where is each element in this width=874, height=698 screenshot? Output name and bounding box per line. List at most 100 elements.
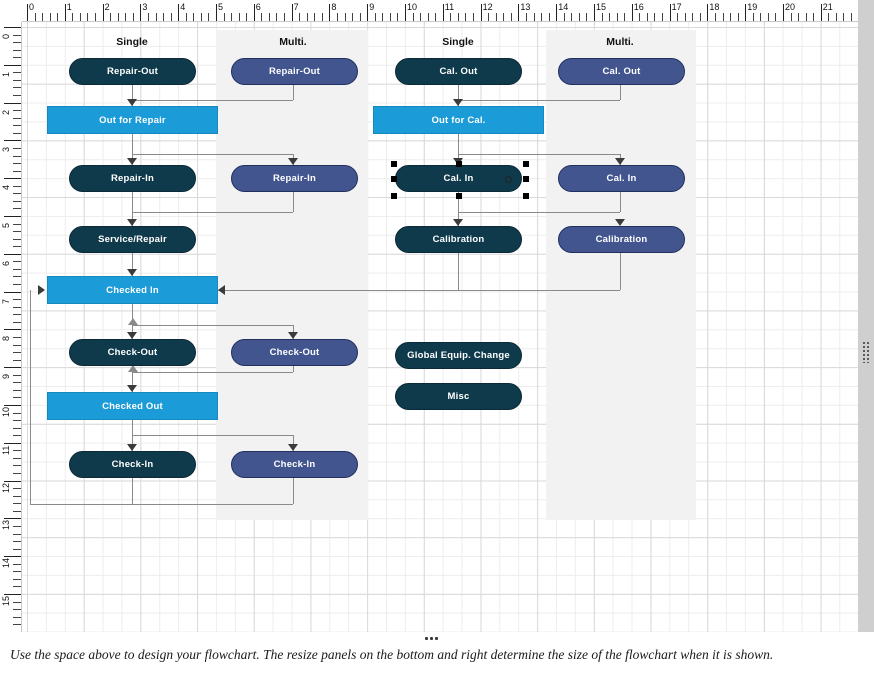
conn-repairinmulti-down[interactable] xyxy=(293,192,294,212)
flowchart-node-checked-out[interactable]: Checked Out xyxy=(47,392,218,420)
conn-checkoutmulti-across[interactable] xyxy=(132,325,293,326)
ruler-tick-minor xyxy=(510,13,512,21)
flowchart-node-repair-in-single[interactable]: Repair-In xyxy=(69,165,196,192)
ruler-tick-minor xyxy=(13,616,21,618)
flowchart-node-cal-in-single[interactable]: Cal. In xyxy=(395,165,522,192)
ruler-tick-minor xyxy=(382,13,384,21)
conn-calibration-to-checkedin[interactable] xyxy=(218,290,620,291)
flowchart-node-checked-in[interactable]: Checked In xyxy=(47,276,218,304)
right-resize-grip-icon[interactable] xyxy=(862,341,870,363)
conn-checkoutmulti-returnv[interactable] xyxy=(293,366,294,372)
flowchart-node-repair-in-multi[interactable]: Repair-In xyxy=(231,165,358,192)
ruler-label: 4 xyxy=(180,2,186,12)
conn-checkoutmulti-return[interactable] xyxy=(132,372,293,373)
flowchart-node-repair-out-multi[interactable]: Repair-Out xyxy=(231,58,358,85)
ruler-tick-minor xyxy=(616,13,618,21)
ruler-tick-minor xyxy=(261,13,263,21)
ruler-tick-major xyxy=(178,4,180,21)
flowchart-node-check-in-single[interactable]: Check-In xyxy=(69,451,196,478)
conn-repairin-to-service[interactable] xyxy=(132,192,133,226)
ruler-tick-major xyxy=(480,4,482,21)
ruler-tick-minor xyxy=(465,13,467,21)
ruler-tick-minor xyxy=(79,13,81,21)
conn-repairoutmulti-across[interactable] xyxy=(132,100,293,101)
flowchart-node-global-equip-change[interactable]: Global Equip. Change xyxy=(395,342,522,369)
flowchart-node-service-repair[interactable]: Service/Repair xyxy=(69,226,196,253)
ruler-tick-minor xyxy=(185,13,187,21)
flowchart-node-out-for-repair[interactable]: Out for Repair xyxy=(47,106,218,134)
ruler-label: 8 xyxy=(331,2,337,12)
ruler-tick-minor xyxy=(87,13,89,21)
selection-handle-3[interactable] xyxy=(391,175,397,182)
selection-handle-4[interactable] xyxy=(523,175,529,182)
conn-caloutmulti-across[interactable] xyxy=(458,100,620,101)
ruler-label: 7 xyxy=(1,298,11,304)
flowchart-node-check-in-multi[interactable]: Check-In xyxy=(231,451,358,478)
rotate-handle-icon[interactable] xyxy=(505,175,512,183)
selection-handle-5[interactable] xyxy=(391,193,397,199)
conn-repairinmulti-across[interactable] xyxy=(132,212,293,213)
conn-calibrationmulti-down[interactable] xyxy=(620,253,621,290)
flowchart-node-cal-out-single[interactable]: Cal. Out xyxy=(395,58,522,85)
conn-checkin-multi-down[interactable] xyxy=(293,435,294,451)
flowchart-node-misc[interactable]: Misc xyxy=(395,383,522,410)
ruler-tick-major xyxy=(4,480,21,482)
arrowhead-checked-in-right xyxy=(218,285,225,295)
ruler-tick-minor xyxy=(13,49,21,51)
ruler-label: 19 xyxy=(747,2,758,12)
bottom-resize-grip-icon[interactable] xyxy=(424,636,438,641)
conn-repairoutmulti-down[interactable] xyxy=(293,85,294,100)
selection-handle-2[interactable] xyxy=(523,161,529,167)
ruler-tick-major xyxy=(669,4,671,21)
conn-outforcal-to-calin[interactable] xyxy=(458,134,459,165)
selection-handle-0[interactable] xyxy=(391,161,397,167)
ruler-tick-minor xyxy=(578,13,580,21)
ruler-tick-minor xyxy=(420,13,422,21)
conn-calout-to-outforcal[interactable] xyxy=(458,85,459,106)
ruler-tick-minor xyxy=(533,13,535,21)
right-resize-panel[interactable] xyxy=(858,0,874,632)
flowchart-node-cal-in-multi[interactable]: Cal. In xyxy=(558,165,685,192)
conn-calibration-down[interactable] xyxy=(458,253,459,290)
flowchart-node-calibration-multi[interactable]: Calibration xyxy=(558,226,685,253)
conn-checkin-down[interactable] xyxy=(132,478,133,504)
flowchart-node-check-out-multi[interactable]: Check-Out xyxy=(231,339,358,366)
conn-calin-to-calibration[interactable] xyxy=(458,192,459,226)
conn-checkin-across[interactable] xyxy=(132,435,293,436)
ruler-label: 3 xyxy=(1,147,11,153)
selection-handle-1[interactable] xyxy=(455,161,462,167)
ruler-tick-minor xyxy=(760,13,762,21)
conn-repairout-to-outforrepair[interactable] xyxy=(132,85,133,106)
ruler-tick-minor xyxy=(95,13,97,21)
conn-checkin-return-bottom[interactable] xyxy=(30,504,293,505)
flowchart-node-out-for-cal[interactable]: Out for Cal. xyxy=(373,106,544,134)
ruler-tick-minor xyxy=(13,223,21,225)
flowchart-node-calibration-single[interactable]: Calibration xyxy=(395,226,522,253)
conn-service-to-checkedin[interactable] xyxy=(132,253,133,276)
conn-outforrepair-across[interactable] xyxy=(132,154,293,155)
conn-outforcal-across[interactable] xyxy=(458,154,620,155)
flowchart-node-check-out-single[interactable]: Check-Out xyxy=(69,339,196,366)
ruler-tick-major xyxy=(4,216,21,217)
conn-outforrepair-to-repairin[interactable] xyxy=(132,134,133,165)
flowchart-node-repair-out-single[interactable]: Repair-Out xyxy=(69,58,196,85)
selection-handle-7[interactable] xyxy=(523,193,529,199)
conn-calinmulti-down[interactable] xyxy=(620,192,621,212)
ruler-tick-major xyxy=(745,4,747,21)
ruler-tick-minor xyxy=(314,13,316,21)
ruler-label: 10 xyxy=(1,406,11,417)
ruler-tick-minor xyxy=(352,13,354,21)
conn-checkinmulti-down[interactable] xyxy=(293,478,294,504)
ruler-tick-minor xyxy=(13,578,21,580)
ruler-tick-major xyxy=(4,405,21,406)
flowchart-node-cal-out-multi[interactable]: Cal. Out xyxy=(558,58,685,85)
conn-checkout-to-checkedout[interactable] xyxy=(132,366,133,392)
conn-checkin-return-left[interactable] xyxy=(30,290,31,504)
conn-calinmulti-across[interactable] xyxy=(458,212,620,213)
conn-caloutmulti-down[interactable] xyxy=(620,85,621,100)
selection-handle-6[interactable] xyxy=(455,193,462,199)
ruler-tick-minor xyxy=(488,13,490,21)
